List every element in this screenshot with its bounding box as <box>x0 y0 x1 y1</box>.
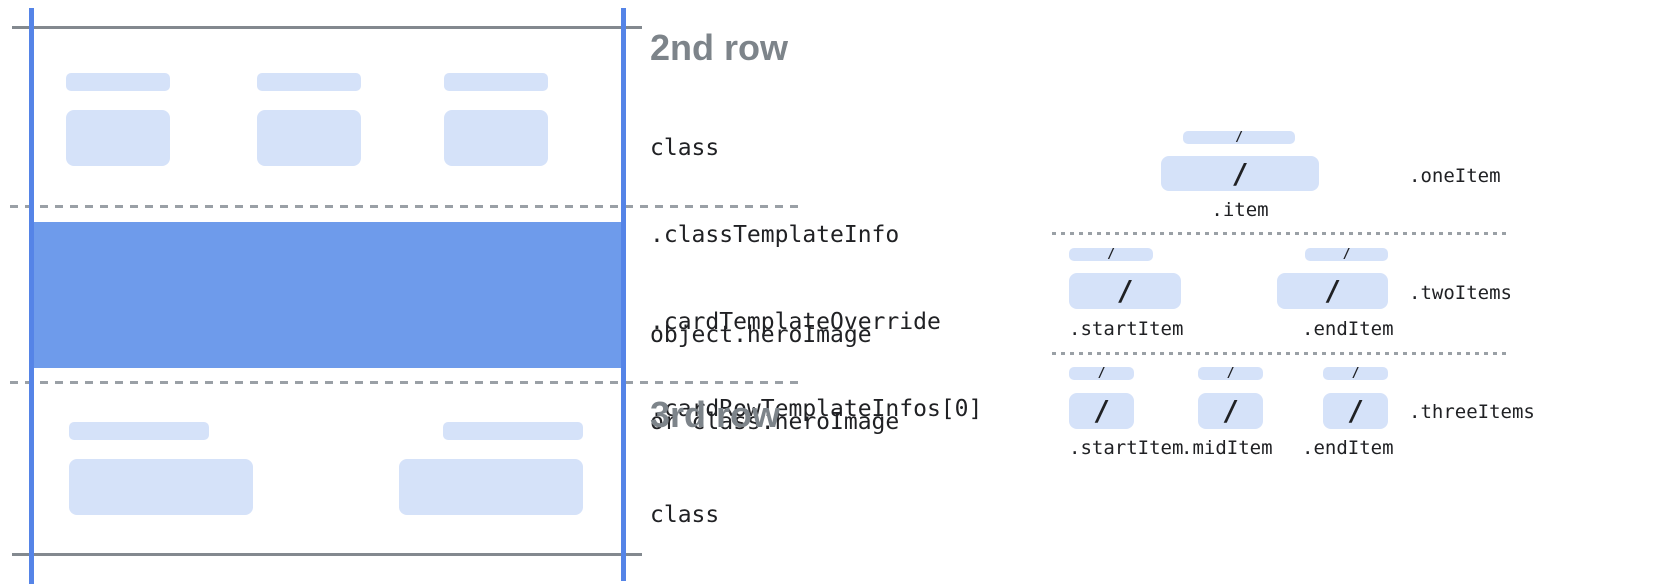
code-line: .cardTemplateOverride <box>650 309 941 335</box>
field-value-bar <box>66 110 170 166</box>
item-label-bar: / <box>1183 131 1295 144</box>
hero-image-band <box>30 222 622 368</box>
slash-glyph: / <box>1351 366 1360 381</box>
second-row-code: class .classTemplateInfo .cardTemplateOv… <box>650 76 982 482</box>
diagram-separator-dashed <box>1052 232 1508 235</box>
field-value-bar <box>399 459 583 515</box>
field-value-bar <box>444 110 548 166</box>
third-row-code: class .classTemplateInfo .cardTemplateOv… <box>650 443 982 584</box>
slash-glyph: / <box>1231 156 1249 190</box>
card-bottom-rule <box>12 553 642 556</box>
item-label-bar: / <box>1323 367 1388 380</box>
field-label-bar <box>257 73 361 91</box>
card-left-edge-line <box>29 8 34 584</box>
field-label-bar <box>444 73 548 91</box>
item-value-bar: / <box>1069 393 1134 429</box>
row-name-label: .oneItem <box>1409 165 1501 187</box>
third-row-heading: 3rd row <box>650 394 781 435</box>
field-value-bar <box>257 110 361 166</box>
code-line: object.heroImage <box>650 322 872 348</box>
field-label-bar <box>443 422 583 440</box>
hero-image-code: object.heroImage or class.heroImage <box>650 263 899 495</box>
code-line: class <box>650 502 720 528</box>
slash-glyph: / <box>1097 366 1106 381</box>
row-name-label: .threeItems <box>1409 401 1535 423</box>
item-value-bar: / <box>1198 393 1263 429</box>
item-label: .endItem <box>1302 437 1394 459</box>
row-separator-dashed-bottom <box>10 381 798 384</box>
item-value-bar: / <box>1277 273 1388 309</box>
slash-glyph: / <box>1093 394 1110 427</box>
slash-glyph: / <box>1347 394 1364 427</box>
field-value-bar <box>69 459 253 515</box>
item-label-bar: / <box>1069 248 1153 261</box>
item-value-bar: / <box>1069 273 1181 309</box>
code-line: .cardRowTemplateInfos[0] <box>650 396 983 422</box>
code-line: .classTemplateInfo <box>650 222 900 248</box>
slash-glyph: / <box>1342 247 1351 262</box>
field-label-bar <box>69 422 209 440</box>
item-label: .startItem <box>1069 437 1184 459</box>
slash-glyph: / <box>1222 394 1239 427</box>
item-label-bar: / <box>1069 367 1134 380</box>
slash-glyph: / <box>1116 274 1134 307</box>
slash-glyph: / <box>1324 274 1341 307</box>
slash-glyph: / <box>1235 130 1243 145</box>
item-label: .endItem <box>1302 318 1394 340</box>
item-label-bar: / <box>1198 367 1263 380</box>
item-value-bar: / <box>1323 393 1388 429</box>
item-label: .startItem <box>1069 318 1184 340</box>
code-line: class <box>650 135 720 161</box>
slash-glyph: / <box>1107 247 1115 262</box>
row-separator-dashed-top <box>10 205 798 208</box>
item-label: .midItem <box>1181 437 1273 459</box>
code-line: or class.heroImage <box>650 409 900 435</box>
card-top-rule <box>12 26 642 29</box>
diagram-separator-dashed <box>1052 352 1508 355</box>
item-value-bar: / <box>1161 156 1319 191</box>
field-label-bar <box>66 73 170 91</box>
card-right-edge-line <box>621 8 626 581</box>
row-name-label: .twoItems <box>1409 282 1512 304</box>
item-label-bar: / <box>1305 248 1388 261</box>
slash-glyph: / <box>1226 366 1235 381</box>
second-row-heading: 2nd row <box>650 27 789 68</box>
item-label: .item <box>1211 199 1269 221</box>
